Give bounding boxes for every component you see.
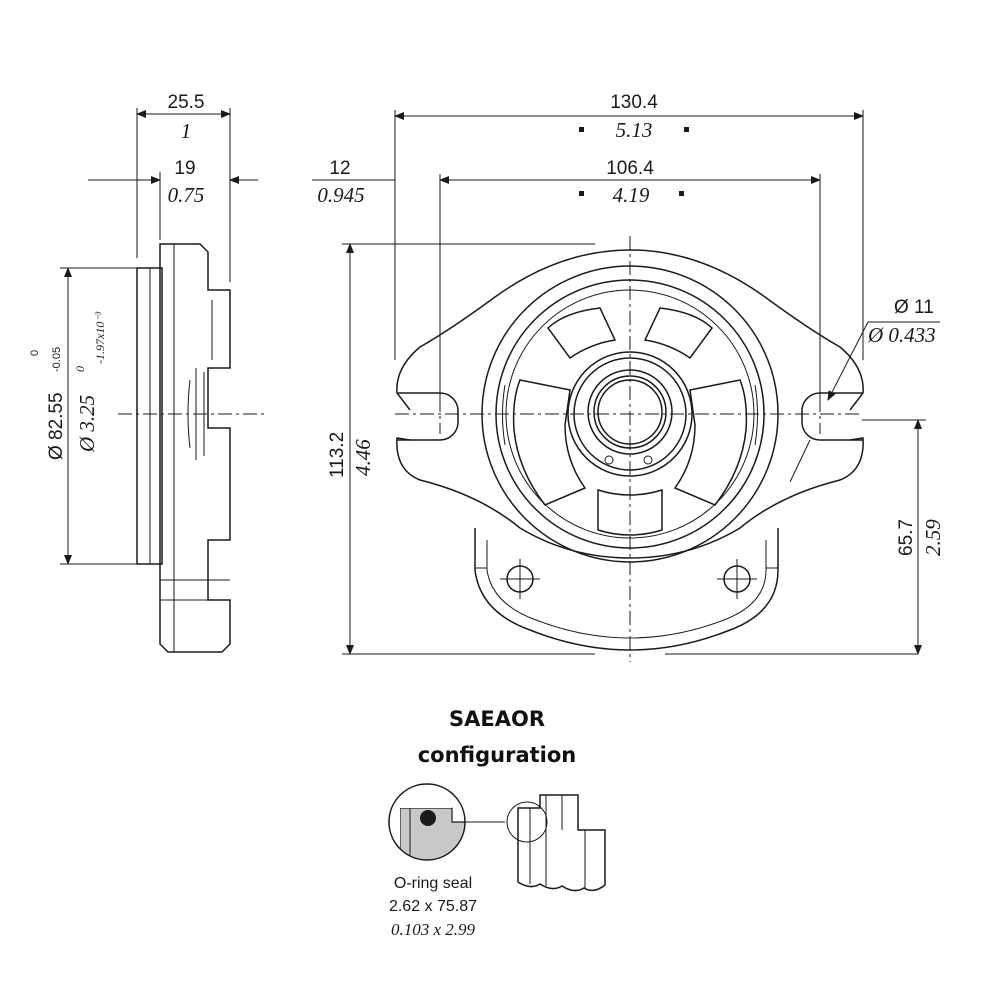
dim-marker xyxy=(579,191,584,196)
dim-hole-dia-in: Ø 0.433 xyxy=(867,323,936,347)
pocket-top-left xyxy=(547,307,617,360)
dim-overall-height-in: 4.46 xyxy=(351,439,375,476)
dim-center-height-in: 2.59 xyxy=(921,519,945,556)
dim-marker xyxy=(684,127,689,132)
detail-title-line1: SAEAOR xyxy=(449,707,545,731)
dim-bolt-spacing-in: 4.19 xyxy=(613,183,650,207)
pocket-top-right xyxy=(643,307,713,360)
pocket-right xyxy=(673,379,748,506)
seal-size-mm: 2.62 x 75.87 xyxy=(389,898,477,915)
dim-bolt-spacing-mm: 106.4 xyxy=(606,158,654,179)
dim-pilot-tol-mm-lower: -0.05 xyxy=(51,347,63,372)
dim-pilot-dia-mm: Ø 82.55 xyxy=(46,392,67,460)
dim-slot-width-mm: 12 xyxy=(329,158,350,179)
hub-screw-right xyxy=(643,455,653,465)
dim-overall-width-mm: 130.4 xyxy=(610,92,658,113)
flange-body-outline xyxy=(159,243,231,653)
slot-left xyxy=(397,392,459,441)
dim-side-width-in: 1 xyxy=(181,119,192,143)
detail-title-line2: configuration xyxy=(418,743,577,767)
lower-bolt-hole-left xyxy=(500,559,540,599)
pocket-bottom xyxy=(597,488,663,536)
side-view: 25.5 1 19 0.75 Ø 82.55 Ø 3.25 0 -0.05 0 … xyxy=(29,92,268,653)
slot-right xyxy=(801,392,863,441)
dim-center-height-mm: 65.7 xyxy=(896,519,917,556)
dim-side-step-in: 0.75 xyxy=(168,183,205,207)
front-view: 130.4 5.13 106.4 4.19 12 0.945 Ø 11 Ø 0.… xyxy=(312,92,945,662)
hub-outer xyxy=(567,351,693,477)
hole-leader-tail xyxy=(789,439,811,483)
dim-side-width-mm: 25.5 xyxy=(168,92,205,113)
seal-size-in: 0.103 x 2.99 xyxy=(391,920,476,939)
dim-overall-height-mm: 113.2 xyxy=(327,432,348,478)
dim-slot-width-in: 0.945 xyxy=(317,183,364,207)
dim-hole-dia-mm: Ø 11 xyxy=(894,297,934,318)
dim-overall-width-in: 5.13 xyxy=(616,118,653,142)
dim-marker xyxy=(579,127,584,132)
pocket-left xyxy=(512,379,587,506)
hub-screw-left xyxy=(604,455,614,465)
saeaor-detail: SAEAOR configuration O-ring seal 2.62 x … xyxy=(388,707,606,939)
flange-lower-outline xyxy=(396,437,864,559)
dim-pilot-dia-in: Ø 3.25 xyxy=(75,395,99,453)
dim-marker xyxy=(679,191,684,196)
lower-bolt-hole-right xyxy=(717,559,757,599)
pump-partial-section xyxy=(517,794,606,892)
oring-cross-section xyxy=(420,810,436,826)
dim-pilot-tol-mm-upper: 0 xyxy=(29,350,41,356)
dim-pilot-tol-in-lower: -1.97x10⁻³ xyxy=(93,311,107,364)
seal-label: O-ring seal xyxy=(394,875,472,892)
hole-leader-line xyxy=(827,321,869,401)
dim-pilot-tol-in-upper: 0 xyxy=(73,366,87,372)
detail-callout-circle xyxy=(506,801,548,843)
dim-side-step-mm: 19 xyxy=(174,158,195,179)
